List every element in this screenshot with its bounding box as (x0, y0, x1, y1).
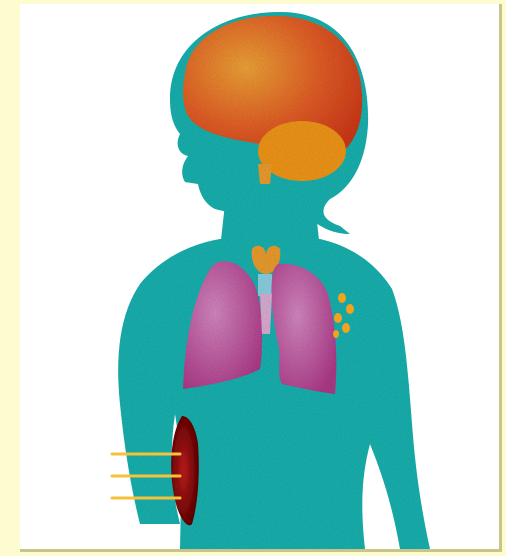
illustration-frame (20, 4, 502, 552)
cerebellum (258, 121, 346, 181)
body-illustration (20, 4, 499, 549)
brain-stem (258, 164, 272, 184)
trachea (260, 294, 272, 334)
